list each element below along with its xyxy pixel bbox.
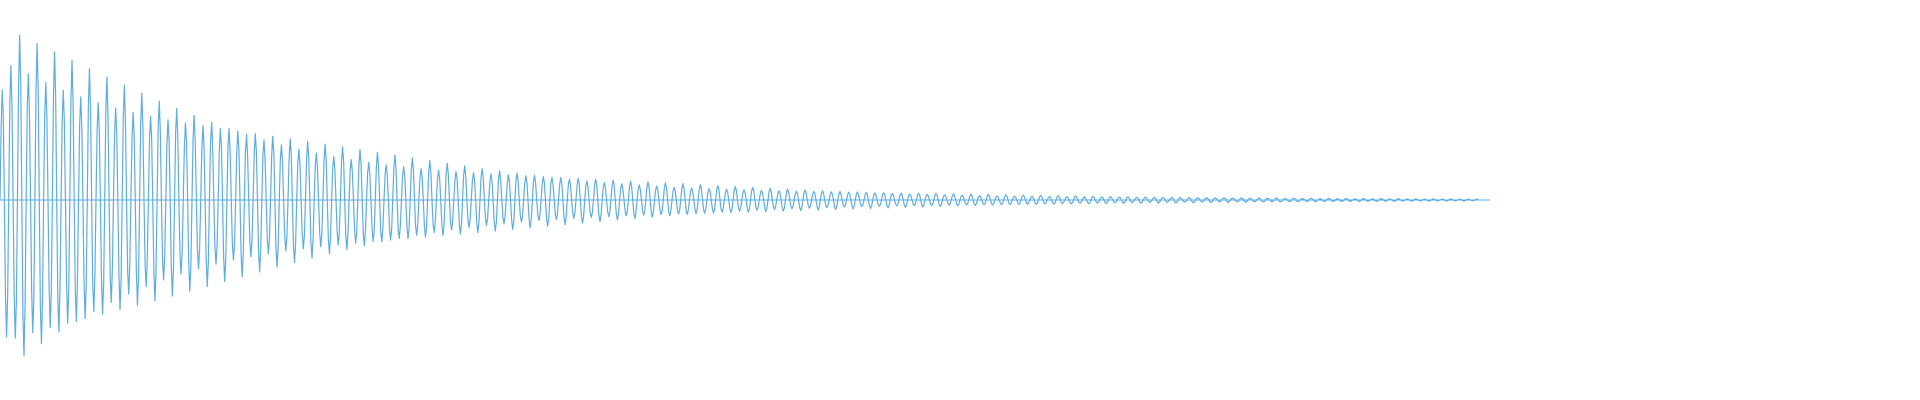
waveform-trace [0,34,1479,357]
